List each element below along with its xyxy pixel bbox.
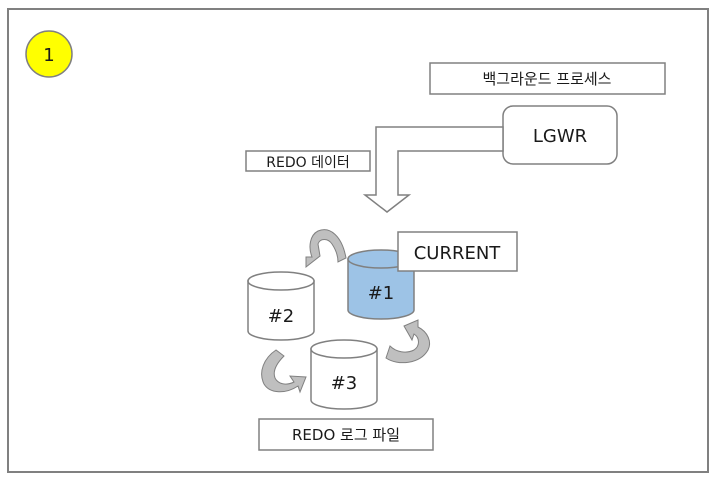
- log-file-2-top: [247, 271, 315, 291]
- step-badge: 1: [25, 30, 73, 78]
- current-frame: [397, 231, 518, 272]
- redo-flow-arrow: [362, 126, 504, 213]
- log-file-1-body: [347, 258, 415, 320]
- redo-data-label: REDO 데이터: [266, 155, 349, 171]
- log-file-2: #2: [247, 271, 315, 341]
- log-file-1-label: #1: [368, 283, 395, 304]
- lgwr-process-box: LGWR: [502, 105, 618, 165]
- caption-box: REDO 로그 파일: [258, 418, 434, 451]
- caption-frame: [258, 418, 434, 451]
- current-box: CURRENT: [397, 231, 518, 272]
- background-process-box: 백그라운드 프로세스: [429, 62, 666, 95]
- redo-data-box: REDO 데이터: [245, 150, 371, 172]
- redo-data-frame: [245, 150, 371, 172]
- cycle-arrow-bottom: [261, 349, 307, 394]
- current-label: CURRENT: [414, 243, 502, 264]
- background-process-frame: [429, 62, 666, 95]
- log-file-3: #3: [310, 339, 378, 410]
- log-file-3-top: [310, 339, 378, 359]
- log-file-2-label: #2: [268, 306, 295, 327]
- log-file-3-label: #3: [331, 373, 358, 394]
- cycle-arrow-top: [305, 229, 347, 269]
- step-badge-circle: [25, 30, 73, 78]
- step-badge-number: 1: [43, 45, 54, 66]
- log-file-3-body: [310, 348, 378, 410]
- log-file-2-body: [247, 280, 315, 341]
- background-process-label: 백그라운드 프로세스: [483, 70, 612, 88]
- cycle-arrow-right: [385, 319, 431, 364]
- caption-label: REDO 로그 파일: [292, 426, 400, 444]
- lgwr-process-name: LGWR: [533, 126, 587, 147]
